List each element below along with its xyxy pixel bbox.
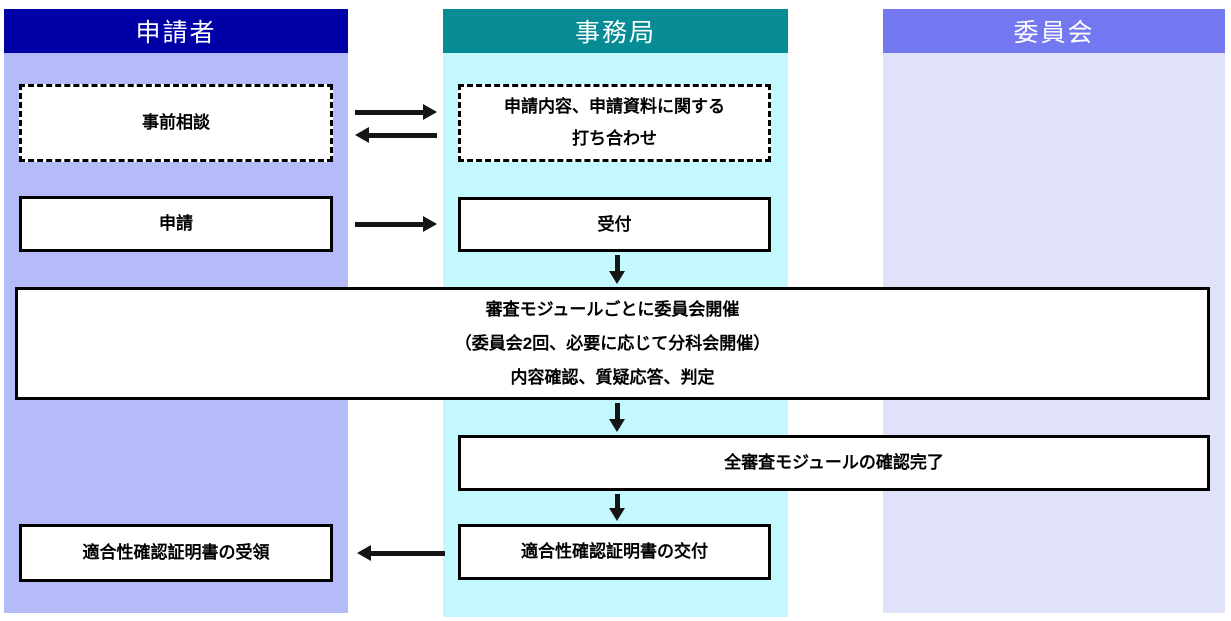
- arrow-shaft: [614, 403, 620, 419]
- node-committee-review: 審査モジュールごとに委員会開催 （委員会2回、必要に応じて分科会開催） 内容確認…: [15, 287, 1210, 400]
- node-certificate-issuance: 適合性確認証明書の交付: [458, 524, 771, 580]
- arrow-down-icon: [609, 403, 625, 432]
- node-application-meeting: 申請内容、申請資料に関する 打ち合わせ: [458, 84, 771, 162]
- arrow-head: [357, 545, 371, 561]
- arrow-shaft: [355, 109, 423, 115]
- node-pre-consultation-label: 事前相談: [142, 113, 210, 133]
- node-reception-label: 受付: [597, 214, 632, 234]
- node-committee-review-line1: 審査モジュールごとに委員会開催: [485, 299, 740, 319]
- node-certificate-issuance-label: 適合性確認証明書の交付: [521, 542, 708, 562]
- arrow-head: [423, 216, 437, 232]
- arrow-shaft: [355, 221, 423, 227]
- arrow-head: [423, 104, 437, 120]
- lane-header-secretariat: 事務局: [443, 9, 788, 53]
- node-committee-review-line3: 内容確認、質疑応答、判定: [510, 367, 715, 387]
- arrow-shaft: [369, 132, 437, 138]
- lane-title-secretariat: 事務局: [574, 19, 656, 47]
- lane-header-committee: 委員会: [883, 9, 1225, 53]
- arrow-shaft: [614, 255, 620, 271]
- arrow-head: [609, 271, 625, 284]
- arrow-head: [609, 419, 625, 432]
- arrow-shaft: [614, 494, 620, 508]
- node-application-meeting-line1: 申請内容、申請資料に関する: [504, 96, 725, 116]
- arrow-head: [355, 127, 369, 143]
- lane-title-applicant: 申請者: [135, 19, 217, 47]
- arrow-down-icon: [609, 494, 625, 521]
- arrow-left-icon: [355, 127, 437, 143]
- arrow-right-icon: [355, 104, 437, 120]
- node-application: 申請: [19, 196, 333, 252]
- arrow-head: [609, 508, 625, 521]
- node-reception: 受付: [458, 197, 771, 252]
- lane-header-applicant: 申請者: [4, 9, 348, 53]
- arrow-left-icon: [357, 545, 445, 561]
- node-all-modules-confirmed-label: 全審査モジュールの確認完了: [724, 453, 944, 473]
- node-pre-consultation: 事前相談: [19, 84, 333, 162]
- arrow-shaft: [371, 550, 445, 556]
- lane-title-committee: 委員会: [1013, 19, 1095, 47]
- arrow-right-icon: [355, 216, 437, 232]
- node-committee-review-line2: （委員会2回、必要に応じて分科会開催）: [454, 333, 771, 353]
- node-all-modules-confirmed: 全審査モジュールの確認完了: [458, 435, 1210, 491]
- node-certificate-receipt-label: 適合性確認証明書の受領: [82, 543, 270, 563]
- arrow-down-icon: [609, 255, 625, 284]
- node-application-label: 申請: [159, 214, 193, 234]
- node-certificate-receipt: 適合性確認証明書の受領: [19, 524, 333, 582]
- node-application-meeting-line2: 打ち合わせ: [572, 129, 657, 148]
